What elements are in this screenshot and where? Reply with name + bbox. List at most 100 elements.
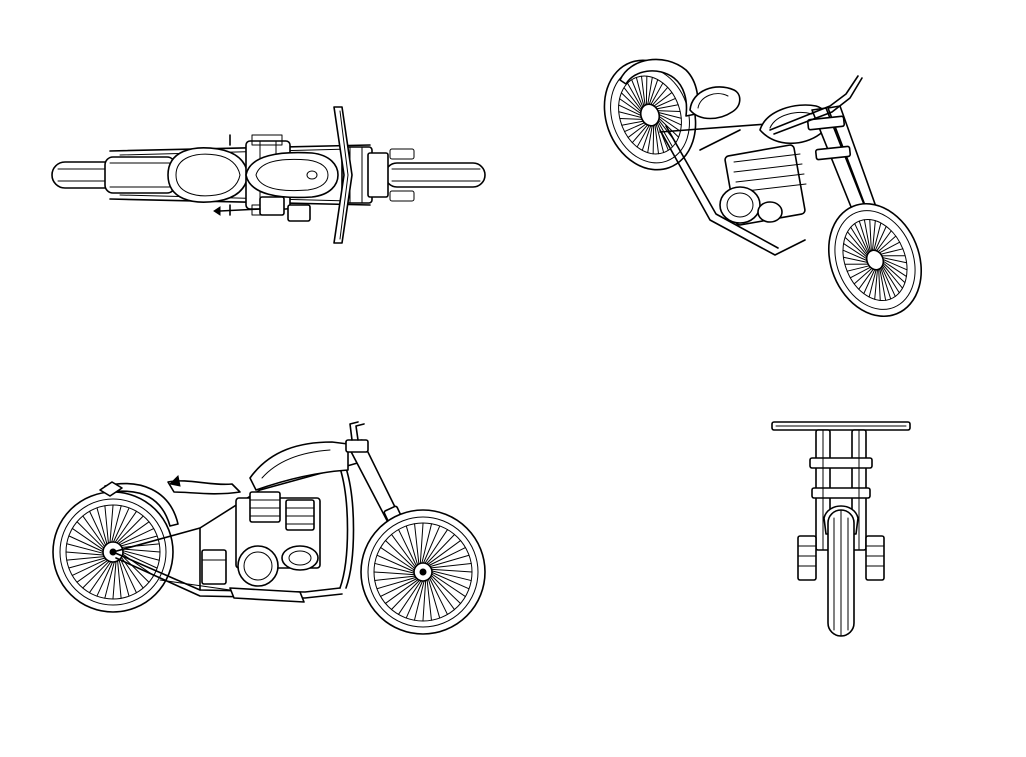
spoke — [422, 524, 432, 564]
front-spokes-iso — [831, 210, 918, 310]
spoke — [621, 89, 641, 117]
spoke — [634, 77, 647, 106]
spoke — [429, 577, 447, 614]
rear-fender-top — [105, 157, 175, 193]
spoke — [658, 113, 678, 141]
spoke — [858, 220, 876, 252]
spoke — [89, 561, 111, 593]
spoke — [406, 580, 423, 618]
spoke — [881, 266, 895, 297]
frame-rails-top — [110, 145, 370, 205]
spoke — [90, 511, 107, 546]
spoke — [632, 125, 655, 147]
spoke — [624, 122, 646, 131]
spoke — [427, 579, 431, 620]
spoke — [654, 98, 676, 107]
spoke — [424, 530, 447, 565]
spoke — [637, 76, 656, 105]
spoke — [847, 228, 867, 260]
spoke — [431, 572, 469, 589]
spoke — [385, 579, 419, 604]
spoke — [624, 85, 642, 114]
spoke — [431, 569, 472, 572]
spoke — [656, 101, 678, 112]
handlebar-top — [334, 107, 352, 243]
spoke — [69, 536, 104, 552]
spoke — [649, 124, 665, 153]
front-wheel-side — [361, 510, 485, 634]
spoke — [658, 119, 673, 148]
handlebar-side — [350, 422, 364, 440]
spoke — [392, 534, 417, 568]
spoke — [381, 547, 416, 570]
spoke — [645, 83, 668, 105]
spoke — [399, 530, 417, 567]
spoke — [430, 576, 455, 610]
spoke — [861, 269, 885, 297]
spoke — [121, 544, 159, 548]
spoke — [845, 232, 867, 262]
spoke — [429, 555, 469, 567]
spoke — [105, 561, 115, 598]
spoke — [72, 559, 107, 576]
spoke — [658, 111, 680, 137]
spoke — [851, 225, 868, 257]
spoke — [381, 578, 418, 596]
spoke — [428, 548, 465, 566]
spoke — [642, 80, 665, 105]
spoke — [657, 103, 680, 119]
isometric-view — [600, 50, 930, 325]
spoke — [639, 77, 660, 104]
spoke — [122, 550, 159, 560]
spoke — [430, 564, 471, 568]
spoke — [67, 557, 105, 561]
spoke — [377, 555, 415, 572]
spoke — [882, 260, 902, 292]
spoke — [83, 516, 105, 548]
spoke — [628, 82, 643, 111]
front-wheel-top — [385, 163, 485, 187]
front-wheel-front — [828, 510, 854, 636]
spoke — [860, 220, 881, 251]
front-wheel-iso — [812, 190, 937, 331]
spoke — [119, 559, 129, 596]
spoke — [651, 93, 674, 107]
spoke — [110, 505, 113, 544]
spoke — [635, 76, 651, 105]
spoke — [415, 524, 419, 565]
spoke — [626, 124, 649, 138]
spoke — [845, 256, 869, 273]
spoke — [635, 125, 658, 150]
rear-fender-side — [100, 482, 178, 526]
spoke — [620, 93, 642, 119]
spoke — [111, 506, 121, 543]
spoke — [423, 526, 440, 564]
spoke — [121, 555, 149, 582]
spoke — [865, 269, 888, 299]
spoke — [658, 105, 682, 125]
spoke — [374, 572, 415, 575]
spoke — [77, 560, 109, 582]
spoke — [431, 573, 466, 596]
spoke — [653, 123, 666, 152]
spoke — [398, 580, 421, 615]
rear-spokes-iso — [608, 67, 692, 163]
spoke — [118, 560, 122, 598]
spoke — [113, 560, 116, 599]
spoke — [116, 516, 143, 544]
seat-side — [168, 476, 240, 494]
front-spokes-side — [374, 523, 472, 621]
spoke — [377, 577, 417, 589]
spoke — [121, 549, 160, 552]
spoke — [849, 267, 872, 278]
spoke — [619, 99, 642, 122]
spoke — [97, 508, 107, 545]
spoke — [847, 262, 870, 274]
spoke — [391, 580, 420, 610]
spoke — [619, 105, 643, 125]
handlebar-iso — [770, 76, 862, 134]
spoke — [118, 522, 150, 544]
spoke — [857, 269, 882, 293]
spoke — [620, 111, 643, 127]
spoke — [881, 247, 905, 264]
